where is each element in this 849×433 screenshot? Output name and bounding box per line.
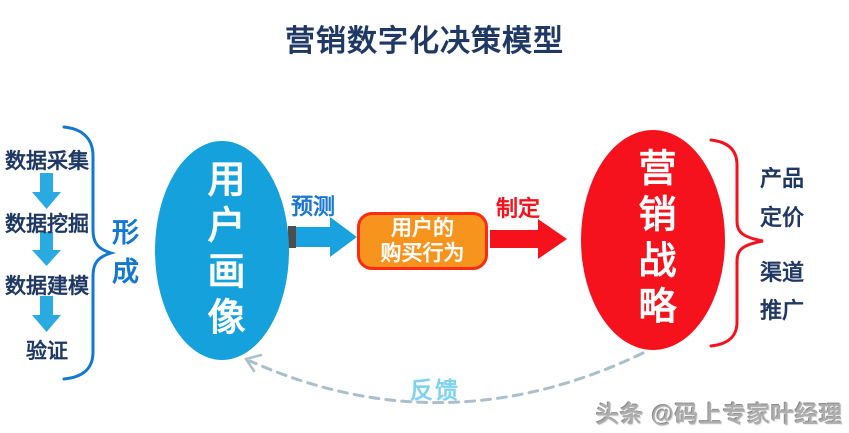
user-profile-label: 用户画像 — [201, 158, 243, 343]
down-arrow-icon — [32, 296, 61, 332]
pipeline-step-data-collection: 数据采集 — [5, 150, 89, 173]
formulate-label: 制定 — [496, 196, 541, 221]
right-brace — [709, 138, 764, 348]
form-label: 形成 — [108, 218, 138, 296]
pipeline-step-validation: 验证 — [26, 340, 68, 363]
predict-arrow-cap — [288, 226, 296, 248]
output-product: 产品 — [760, 166, 805, 191]
output-channel: 渠道 — [760, 260, 805, 285]
pipeline-step-data-mining: 数据挖掘 — [5, 213, 89, 236]
purchase-behavior-line2: 购买行为 — [380, 242, 465, 265]
down-arrow-icon — [32, 173, 61, 209]
pipeline-step-data-modeling: 数据建模 — [5, 275, 89, 298]
down-arrow-icon — [32, 232, 61, 266]
feedback-arrowhead-icon — [243, 353, 263, 373]
watermark-text: 头条 @码上专家叶经理 — [596, 401, 843, 427]
marketing-strategy-label: 营销战略 — [632, 148, 674, 332]
marketing-strategy-ellipse: 营销战略 — [581, 130, 725, 350]
formulate-arrow-icon — [490, 219, 567, 259]
user-profile-ellipse: 用户画像 — [155, 141, 289, 360]
purchase-behavior-line1: 用户的 — [391, 217, 454, 240]
feedback-label: 反馈 — [410, 377, 460, 403]
output-promotion: 推广 — [760, 298, 805, 323]
predict-label: 预测 — [291, 194, 336, 219]
predict-arrow-icon — [296, 217, 357, 257]
left-brace — [62, 125, 117, 381]
feedback-dashed-arrow — [248, 351, 645, 405]
page-title: 营销数字化决策模型 — [285, 25, 564, 58]
output-pricing: 定价 — [760, 205, 805, 230]
purchase-behavior-box: 用户的 购买行为 — [357, 212, 488, 270]
